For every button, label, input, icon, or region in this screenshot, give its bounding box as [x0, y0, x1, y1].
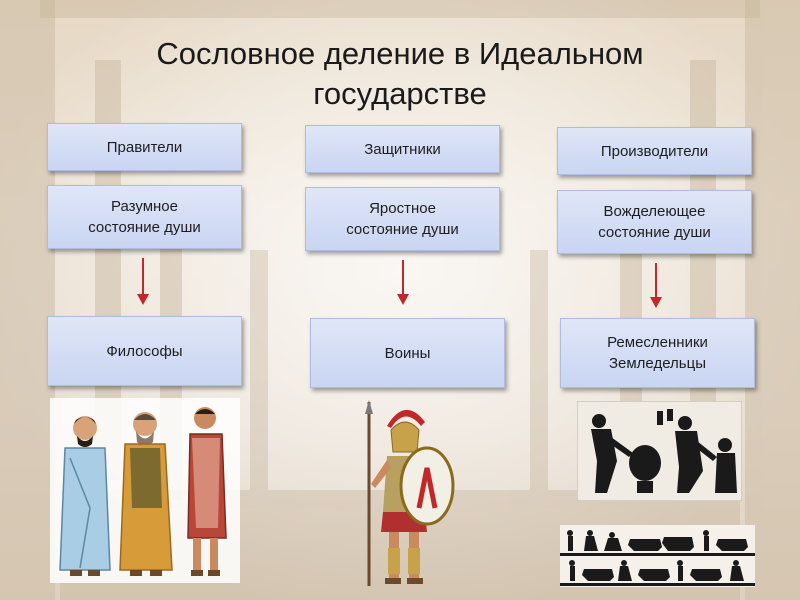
- estate-producers-label: Производители: [600, 142, 709, 160]
- greek-vase-craftsmen-illustration: [577, 401, 742, 501]
- estate-rulers-label: Правители: [106, 138, 183, 156]
- soul-rational-label: Разумное состояние души: [88, 198, 201, 236]
- class-craftsmen-farmers-box: Ремесленники Земледельцы: [560, 318, 755, 388]
- class-warriors-label: Воины: [384, 344, 431, 362]
- page-title: Сословное деление в Идеальном государств…: [156, 36, 644, 111]
- soul-rational-box: Разумное состояние души: [47, 185, 242, 249]
- hoplite-warrior-illustration: [365, 400, 455, 586]
- estate-rulers-box: Правители: [47, 123, 242, 171]
- arrow-down-icon: [650, 263, 662, 308]
- farmers-frieze-illustration: [560, 525, 755, 587]
- class-warriors-box: Воины: [310, 318, 505, 388]
- soul-spirited-label: Яростное состояние души: [346, 200, 459, 238]
- class-philosophers-box: Философы: [47, 316, 242, 386]
- estate-guardians-label: Защитники: [364, 140, 441, 158]
- arrow-down-icon: [397, 260, 409, 305]
- class-philosophers-label: Философы: [106, 342, 183, 360]
- class-craftsmen-farmers-label: Ремесленники Земледельцы: [607, 334, 708, 372]
- estate-producers-box: Производители: [557, 127, 752, 175]
- soul-appetitive-box: Вожделеющее состояние души: [557, 190, 752, 254]
- philosophers-illustration: [50, 398, 240, 583]
- soul-appetitive-label: Вожделеющее состояние души: [598, 203, 711, 241]
- arrow-down-icon: [137, 258, 149, 305]
- soul-spirited-box: Яростное состояние души: [305, 187, 500, 251]
- estate-guardians-box: Защитники: [305, 125, 500, 173]
